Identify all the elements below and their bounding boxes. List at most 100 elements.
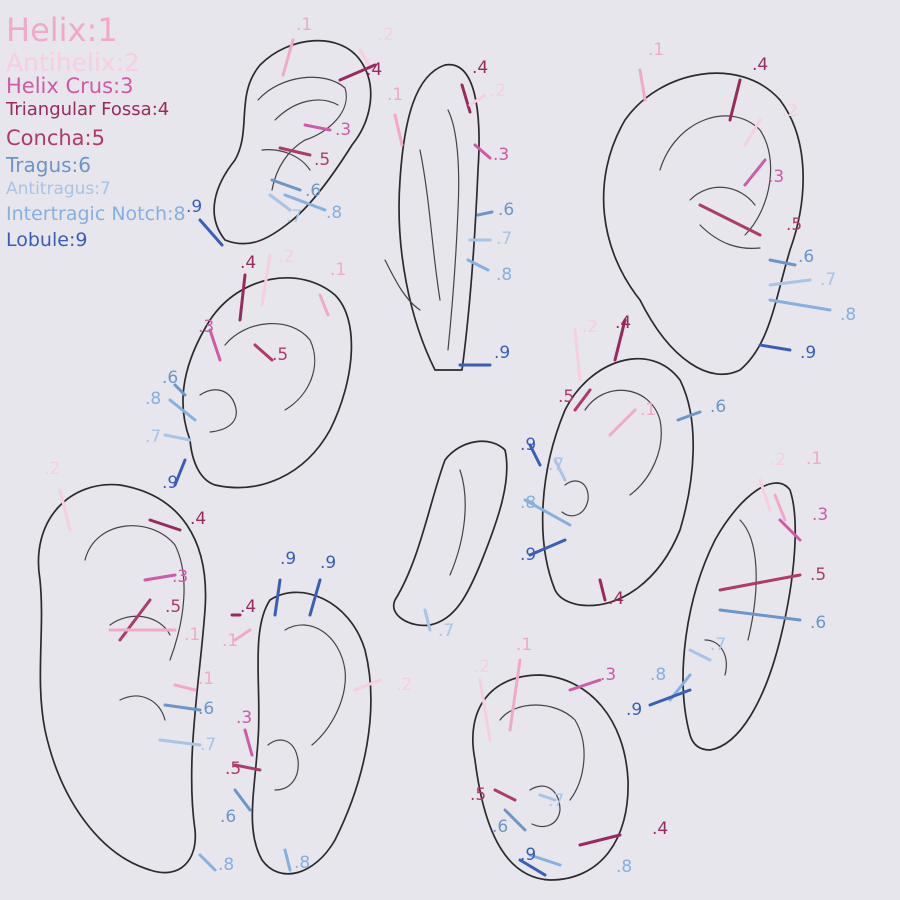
callout-6: .6 [492, 808, 527, 837]
callout-4: .4 [338, 60, 382, 82]
callout-label: .2 [490, 81, 506, 101]
callout-8: .8 [145, 389, 197, 422]
legend-number: 9 [75, 229, 88, 251]
callout-label: .4 [608, 589, 624, 609]
callout-label: .5 [786, 215, 802, 235]
callout-6: .6 [476, 200, 514, 220]
ear-sketch-b [384, 64, 480, 371]
ear-sketch-e [37, 483, 207, 874]
callout-line [578, 833, 622, 847]
callout-line [338, 63, 377, 82]
callout-8: .8 [283, 848, 310, 873]
callout-label: .3 [600, 665, 616, 685]
callout-label: .1 [640, 400, 656, 420]
callout-label: .7 [145, 427, 161, 447]
callout-line [278, 146, 312, 157]
callout-line [173, 383, 187, 397]
callout-5: .5 [278, 146, 330, 170]
callout-line [163, 433, 192, 442]
legend-separator: : [113, 74, 121, 98]
callout-line [528, 443, 542, 467]
callout-line [308, 578, 322, 617]
callout-2: .2 [743, 101, 798, 147]
callout-1: .1 [281, 15, 312, 77]
legend-label: Lobule [6, 229, 69, 251]
callout-label: .1 [296, 15, 312, 35]
callout-label: .6 [220, 807, 236, 827]
callout-6: .6 [676, 397, 726, 422]
callout-label: .3 [172, 567, 188, 587]
ear-sketch-a [213, 39, 372, 245]
callout-7: .7 [688, 635, 726, 662]
callout-1: .1 [608, 400, 656, 437]
ear-sketch-d [182, 277, 353, 489]
callout-label: .2 [474, 657, 490, 677]
callout-line [613, 318, 627, 362]
legend-item-7: Antitragus:7 [6, 181, 186, 198]
callout-label: .4 [615, 313, 631, 333]
callout-label: .8 [496, 265, 512, 285]
callout-label: .1 [198, 669, 214, 689]
callout-label: .5 [272, 345, 288, 365]
callout-label: .4 [190, 509, 206, 529]
callout-5: .5 [253, 343, 288, 365]
callout-4: .4 [148, 509, 206, 532]
ear-sketch-g [392, 440, 508, 627]
callout-9: .9 [186, 197, 224, 247]
callout-line [198, 853, 217, 872]
callout-label: .3 [493, 145, 509, 165]
callout-5: .5 [225, 759, 262, 779]
legend-item-3: Helix Crus:3 [6, 76, 186, 97]
callout-label: .7 [496, 229, 512, 249]
callout-label: .7 [438, 621, 454, 641]
callout-line [538, 793, 557, 802]
legend-separator: : [167, 203, 174, 225]
callout-3: .3 [198, 317, 222, 362]
callout-label: .2 [770, 450, 786, 470]
callout-3: .3 [236, 708, 254, 757]
callout-line [260, 253, 272, 307]
callout-line [573, 328, 582, 382]
callout-9: .9 [626, 688, 692, 720]
callout-4: .4 [598, 578, 624, 609]
callout-label: .8 [218, 855, 234, 875]
callout-line [233, 788, 252, 812]
callout-4: .4 [578, 819, 668, 847]
callout-1: .1 [387, 85, 404, 147]
callout-label: .5 [810, 565, 826, 585]
callout-line [198, 218, 224, 247]
callout-line [233, 628, 252, 642]
callout-line [478, 678, 492, 742]
callout-6: .6 [162, 368, 187, 397]
callout-2: .2 [468, 81, 506, 107]
legend-label: Triangular Fossa [6, 99, 152, 120]
callout-layer: .1.2.4.3.5.6.7.8.9.1.4.2.3.6.7.8.9.1.4.2… [44, 15, 856, 877]
callout-9: .9 [162, 458, 187, 493]
callout-line [758, 343, 792, 352]
callout-line [158, 738, 202, 747]
callout-line [476, 210, 494, 217]
callout-label: .9 [494, 343, 510, 363]
callout-label: .5 [558, 387, 574, 407]
callout-label: .9 [520, 545, 536, 565]
callout-line [268, 193, 292, 212]
callout-line [466, 258, 490, 272]
legend-number: 3 [120, 74, 134, 98]
callout-label: .9 [520, 435, 536, 455]
callout-line [460, 83, 472, 114]
callout-5: .5 [718, 565, 826, 592]
ear-sketch-f [251, 591, 372, 875]
callout-7: .7 [158, 735, 216, 755]
callout-6: .6 [220, 788, 252, 827]
callout-label: .7 [286, 207, 302, 227]
callout-line [318, 293, 330, 317]
callout-3: .3 [568, 665, 616, 692]
callout-line [353, 678, 382, 692]
callout-label: .6 [798, 247, 814, 267]
callout-2: .2 [353, 675, 412, 695]
callout-label: .6 [498, 200, 514, 220]
legend-label: Concha [6, 126, 85, 150]
callout-label: .2 [378, 25, 394, 45]
callout-label: .3 [236, 708, 252, 728]
callout-label: .9 [186, 197, 202, 217]
